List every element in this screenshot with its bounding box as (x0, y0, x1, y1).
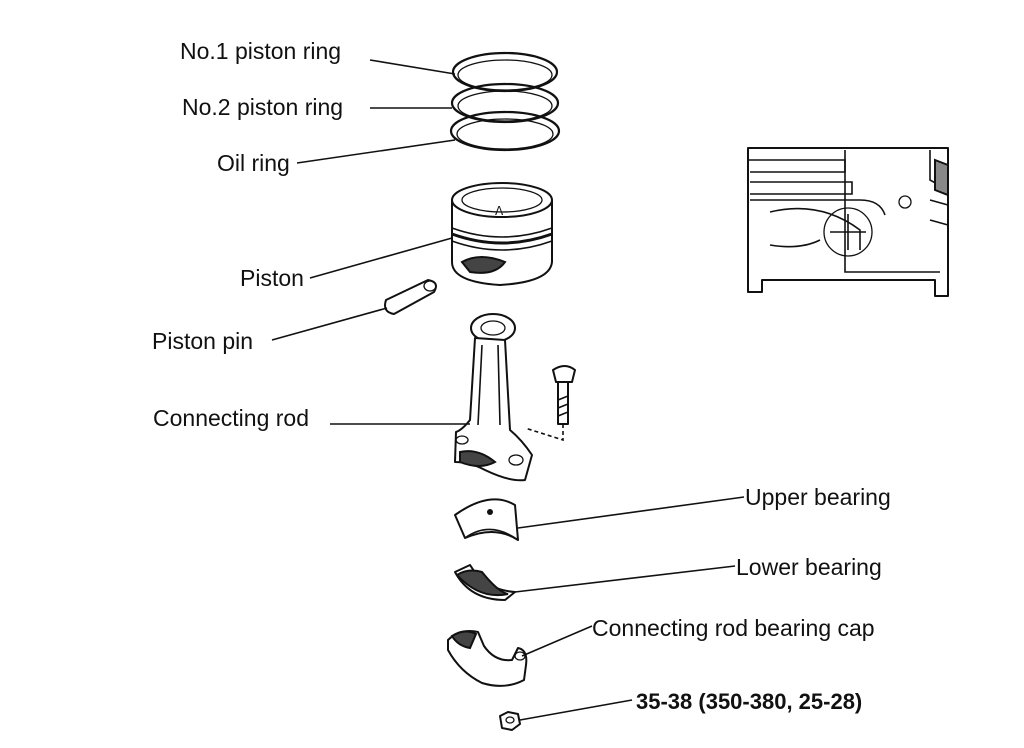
connecting-rod-bolt (524, 365, 576, 442)
piston-pin (384, 279, 437, 315)
connecting-rod-nut (499, 711, 521, 731)
label-torque-spec: 35-38 (350-380, 25-28) (636, 689, 862, 714)
no1-piston-ring (451, 51, 559, 93)
connecting-rod-bearing-cap (447, 630, 528, 687)
label-piston: Piston (240, 265, 304, 291)
upper-bearing (454, 498, 519, 541)
label-no1-piston-ring: No.1 piston ring (180, 38, 341, 64)
svg-text:A: A (495, 204, 504, 218)
piston-cross-section-inset (747, 147, 949, 297)
label-connecting-rod-bearing-cap: Connecting rod bearing cap (592, 615, 875, 641)
label-oil-ring: Oil ring (217, 150, 290, 176)
piston: A (451, 182, 553, 286)
label-connecting-rod: Connecting rod (153, 405, 309, 431)
label-no2-piston-ring: No.2 piston ring (182, 94, 343, 120)
no2-piston-ring (450, 82, 560, 124)
connecting-rod (454, 313, 533, 482)
label-piston-pin: Piston pin (152, 328, 253, 354)
oil-ring (449, 110, 561, 152)
label-lower-bearing: Lower bearing (736, 554, 882, 580)
label-upper-bearing: Upper bearing (745, 484, 891, 510)
leader-lines (271, 59, 745, 721)
lower-bearing (454, 564, 516, 601)
